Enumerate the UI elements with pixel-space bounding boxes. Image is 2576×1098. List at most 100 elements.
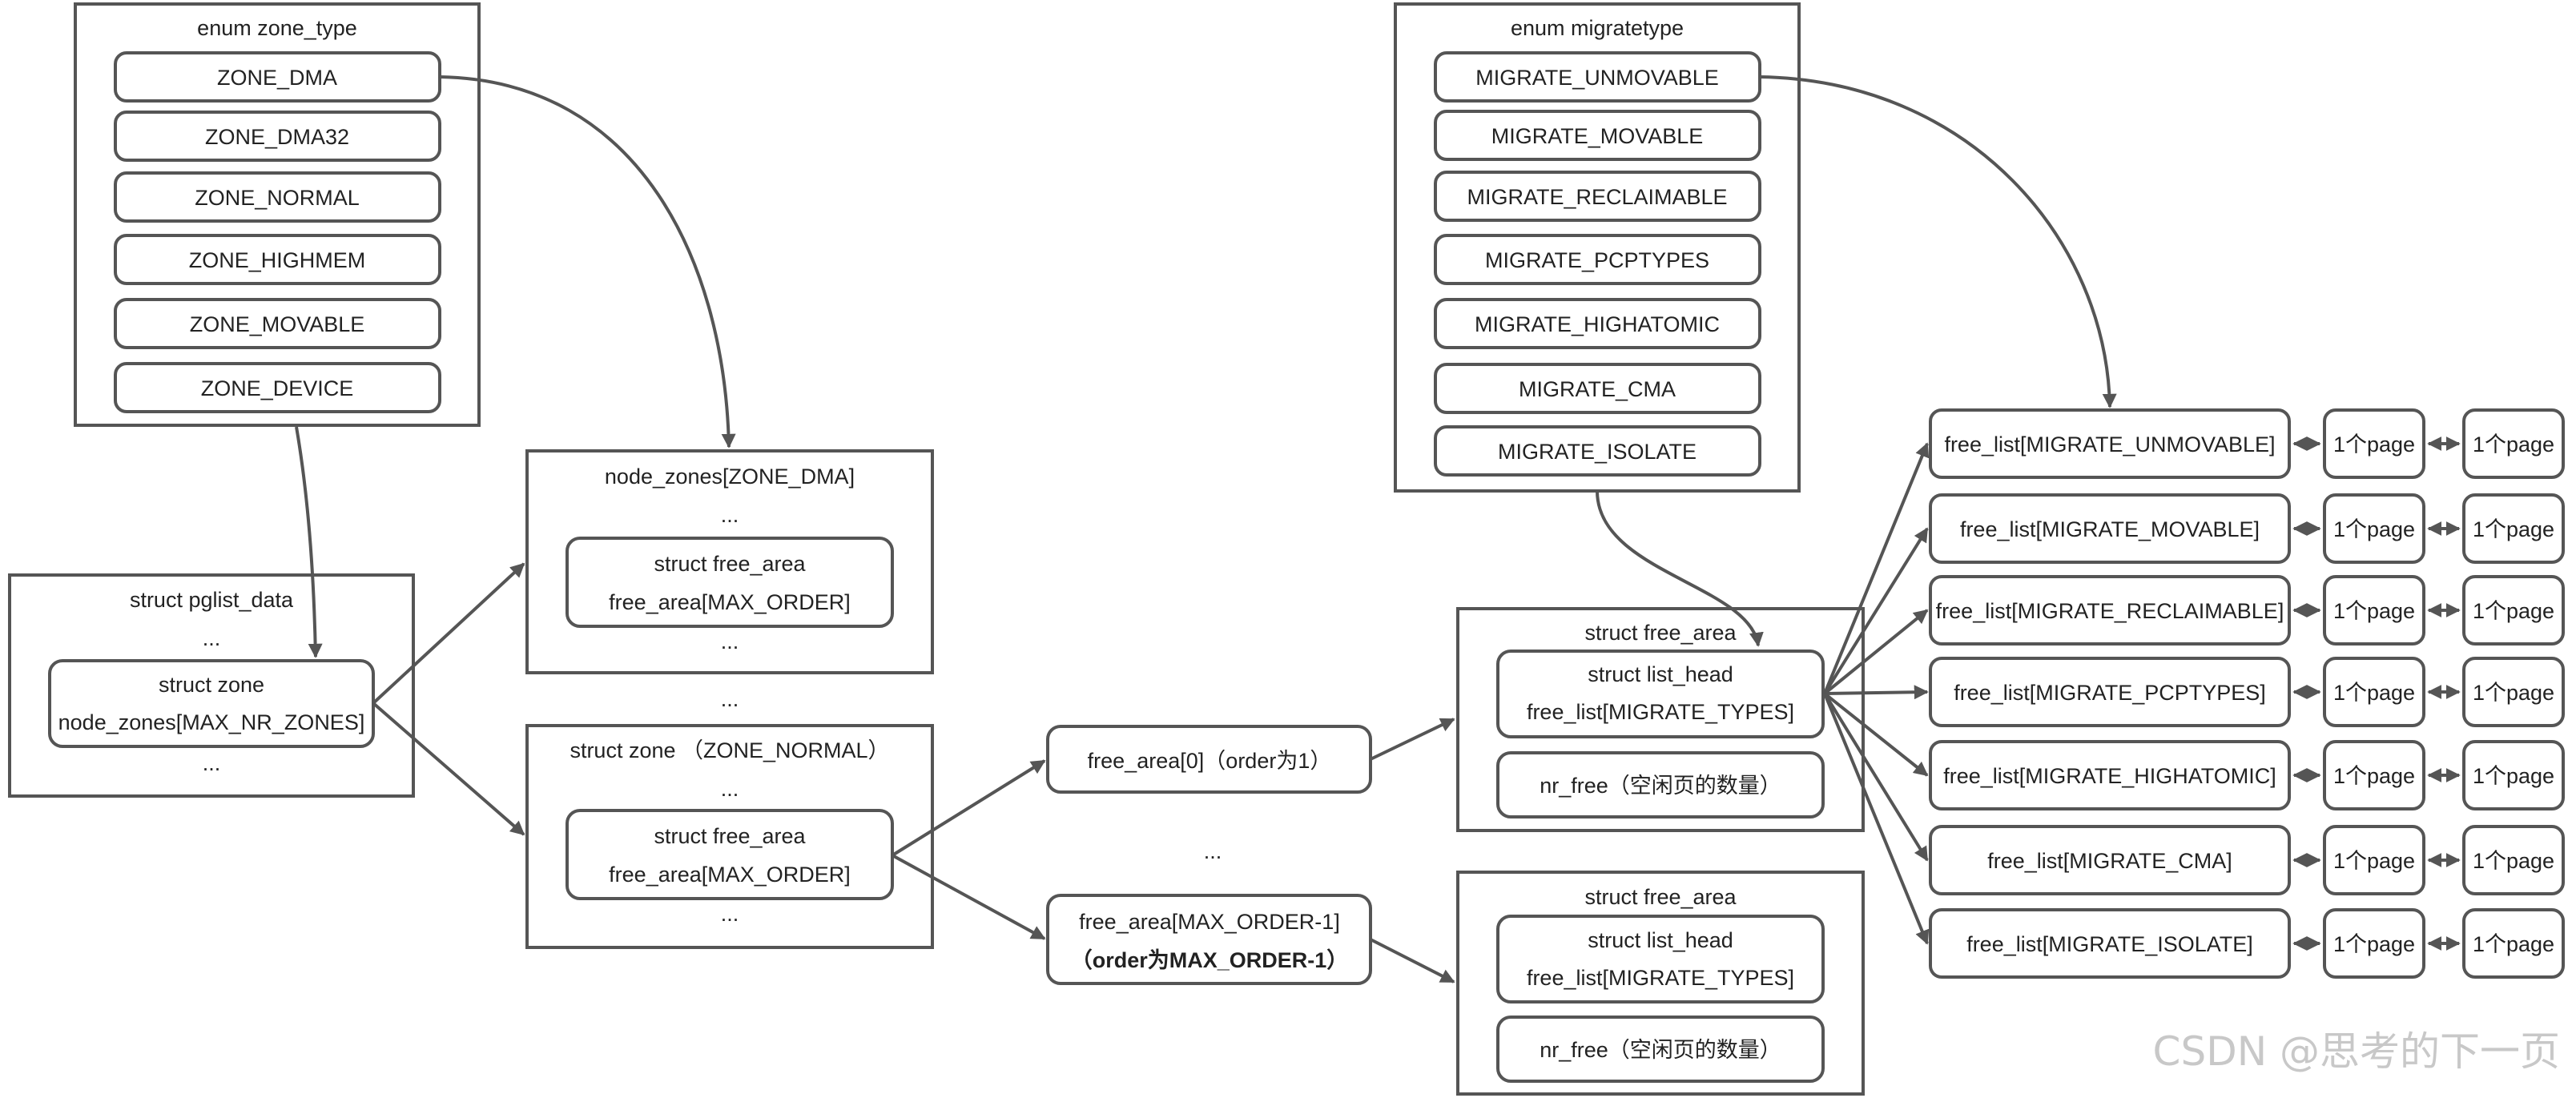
node-zones-decl: node_zones[MAX_NR_ZONES] [58,710,365,734]
migratetype-item: MIGRATE_UNMOVABLE [1434,51,1761,103]
zone-type-item-label: ZONE_DEVICE [201,376,354,400]
arrow-fanout-free-list [1823,527,1929,695]
between-zones-ellipsis: ... [721,687,739,711]
page-node [2323,493,2425,564]
free-area-field: struct free_area free_area[MAX_ORDER] [566,537,894,628]
zone-type-item: ZONE_DMA [114,51,441,103]
page-node [2323,825,2425,895]
arrow-migratetype-to-free-list [1596,490,1764,647]
free-list-label: free_list[MIGRATE_ISOLATE] [1966,932,2253,956]
free-list-row: free_list[MIGRATE_HIGHATOMIC] 1个page 1个p… [1929,740,2565,810]
ellipsis: ... [203,751,221,775]
migratetype-enum: enum migratetype MIGRATE_UNMOVABLE MIGRA… [1394,2,1801,493]
page-label: 1个page [2473,764,2554,788]
zone-type-enum: enum zone_type ZONE_DMA ZONE_DMA32 ZONE_… [74,2,481,427]
zone-type-item-label: ZONE_MOVABLE [190,312,365,336]
pglist-data-struct: struct pglist_data ... struct zone node_… [8,573,415,798]
free-list-label: free_list[MIGRATE_MOVABLE] [1960,517,2260,541]
ellipsis: ... [721,902,739,926]
page-node [2462,408,2565,479]
free-area-type: struct free_area [654,552,806,576]
arrow-free-area-to-fa-last [892,854,1046,940]
migratetype-item: MIGRATE_ISOLATE [1434,425,1761,477]
page-node [2323,408,2425,479]
migratetype-item: MIGRATE_HIGHATOMIC [1434,298,1761,349]
zone-type-item-label: ZONE_DMA32 [205,125,349,149]
migratetype-item: MIGRATE_PCPTYPES [1434,234,1761,285]
list-head-type: struct list_head [1588,662,1733,686]
page-label: 1个page [2333,932,2415,956]
arrow-fanout-free-list [1823,693,1930,945]
arrow-fanout-free-list [1824,685,1929,700]
page-label: 1个page [2333,849,2415,873]
zone-type-item-label: ZONE_HIGHMEM [189,248,366,272]
page-label: 1个page [2333,517,2415,541]
free-area-struct-upper: struct free_area struct list_head free_l… [1456,607,1865,832]
arrow-zone-type-to-pglist [295,426,323,658]
page-label: 1个page [2333,764,2415,788]
free-area-0: free_area[0]（order为1） [1046,725,1372,794]
zone-type-item: ZONE_MOVABLE [114,298,441,349]
node-zones-field: struct zone node_zones[MAX_NR_ZONES] [48,659,375,748]
page-node [2323,575,2425,646]
arrow-free-area-to-fa0 [891,759,1046,857]
node-zones-dma: node_zones[ZONE_DMA] ... struct free_are… [525,449,934,674]
arrow-fanout-free-list [1823,692,1929,777]
zone-normal-title: struct zone （ZONE_NORMAL） [570,738,889,762]
ellipsis: ... [721,629,739,654]
migratetype-item: MIGRATE_RECLAIMABLE [1434,171,1761,222]
free-area-last: free_area[MAX_ORDER-1] （order为MAX_ORDER-… [1046,894,1372,985]
free-area-decl: free_area[MAX_ORDER] [609,590,851,614]
ellipsis: ... [721,777,739,801]
between-free-areas-ellipsis: ... [1204,839,1222,863]
page-label: 1个page [2333,432,2415,456]
page-label: 1个page [2473,599,2554,623]
page-label: 1个page [2333,599,2415,623]
zone-type-item: ZONE_DEVICE [114,362,441,413]
free-list-row: free_list[MIGRATE_ISOLATE] 1个page 1个page [1929,908,2565,979]
migratetype-item-label: MIGRATE_MOVABLE [1491,124,1704,148]
arrow-fanout-free-list [1823,442,1930,694]
ellipsis: ... [721,503,739,527]
list-head-field: struct list_head free_list[MIGRATE_TYPES… [1496,915,1825,1003]
free-list-label: free_list[MIGRATE_UNMOVABLE] [1944,432,2275,456]
watermark: CSDN @思考的下一页 [2153,1028,2560,1075]
page-node [2323,908,2425,979]
node-zones-dma-title: node_zones[ZONE_DMA] [605,465,855,489]
free-area-last-label: free_area[MAX_ORDER-1] [1079,910,1340,934]
nr-free-label: nr_free（空闲页的数量） [1540,1038,1781,1062]
node-zones-type: struct zone [159,673,264,697]
migratetype-item: MIGRATE_MOVABLE [1434,110,1761,161]
page-label: 1个page [2473,849,2554,873]
page-node [2462,575,2565,646]
free-list-row: free_list[MIGRATE_MOVABLE] 1个page 1个page [1929,493,2565,564]
migratetype-item-label: MIGRATE_CMA [1519,377,1676,401]
list-head-field: struct list_head free_list[MIGRATE_TYPES… [1496,650,1825,738]
page-node [2462,657,2565,727]
arrow-fanout-free-list [1823,692,1929,862]
zone-type-item: ZONE_HIGHMEM [114,234,441,285]
free-list-decl: free_list[MIGRATE_TYPES] [1527,700,1794,724]
free-list-row: free_list[MIGRATE_PCPTYPES] 1个page 1个pag… [1929,657,2565,727]
free-area-decl: free_area[MAX_ORDER] [609,863,851,887]
page-node [2462,825,2565,895]
arrow-zone-dma-to-node-zones [439,75,736,448]
list-head-type: struct list_head [1588,928,1733,952]
free-area-type: struct free_area [654,824,806,848]
nr-free-label: nr_free（空闲页的数量） [1540,774,1781,798]
nr-free-field: nr_free（空闲页的数量） [1496,1016,1825,1083]
free-area-struct-lower: struct free_area struct list_head free_l… [1456,871,1865,1096]
page-node [2462,493,2565,564]
zone-type-title: enum zone_type [197,16,357,40]
ellipsis: ... [203,626,221,650]
free-area-struct-title: struct free_area [1584,621,1737,645]
nr-free-field: nr_free（空闲页的数量） [1496,751,1825,818]
page-node [2462,908,2565,979]
free-list-decl: free_list[MIGRATE_TYPES] [1527,966,1794,990]
migratetype-item-label: MIGRATE_HIGHATOMIC [1475,312,1720,336]
arrow-fa0-to-struct [1370,718,1455,761]
page-label: 1个page [2473,517,2554,541]
free-area-field: struct free_area free_area[MAX_ORDER] [566,809,894,900]
page-label: 1个page [2473,432,2554,456]
